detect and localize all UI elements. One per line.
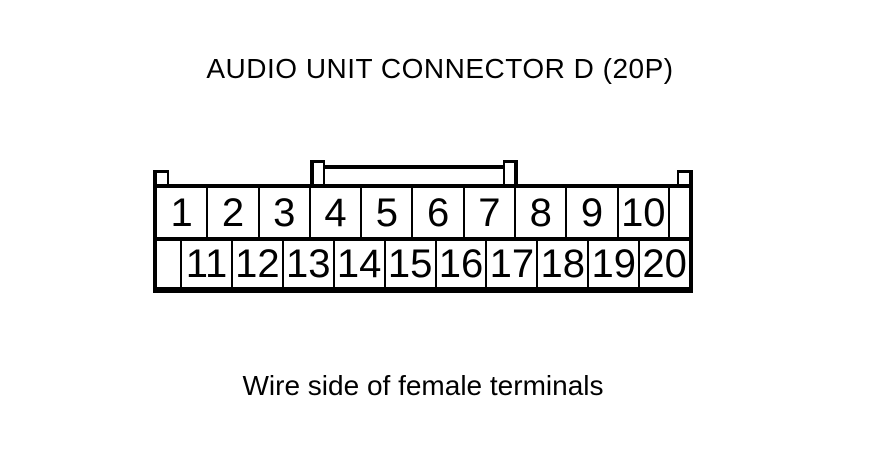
pin-number: 16	[438, 242, 484, 286]
pin-cell-1: 1	[157, 188, 209, 237]
pin-cell-3: 3	[260, 188, 311, 237]
pin-number: 18	[540, 242, 586, 286]
pin-cell-12: 12	[233, 241, 284, 287]
pin-number: 13	[286, 242, 331, 286]
latch-post-left	[310, 160, 325, 186]
latch-post-right	[503, 160, 518, 186]
pin-cell-18: 18	[538, 241, 590, 287]
pin-number: 20	[642, 242, 687, 286]
connector-ear-left	[153, 170, 169, 186]
pin-cell-2: 2	[208, 188, 260, 237]
pin-number: 10	[621, 190, 666, 235]
pin-cell-7: 7	[465, 188, 517, 237]
pin-number: 2	[221, 190, 245, 235]
pin-number: 1	[170, 190, 193, 235]
blank-cell-bottom-left	[157, 241, 182, 287]
pin-number: 14	[336, 242, 382, 286]
pin-cell-4: 4	[311, 188, 363, 237]
pin-number: 9	[580, 190, 604, 235]
pin-number: 17	[489, 242, 535, 286]
pin-cell-6: 6	[413, 188, 465, 237]
pin-number: 7	[478, 190, 501, 235]
pin-number: 11	[185, 242, 228, 286]
pin-number: 4	[324, 190, 347, 235]
pin-cell-19: 19	[589, 241, 641, 287]
pin-cell-16: 16	[437, 241, 488, 287]
pin-cell-8: 8	[516, 188, 568, 237]
pin-cell-20: 20	[640, 241, 689, 287]
pin-number: 8	[529, 190, 552, 235]
pin-number: 3	[273, 190, 296, 235]
pin-number: 12	[235, 242, 280, 286]
pin-cell-14: 14	[335, 241, 386, 287]
pin-cell-17: 17	[487, 241, 539, 287]
pin-number: 19	[591, 242, 636, 286]
latch-bar	[323, 165, 505, 169]
pin-cell-9: 9	[567, 188, 619, 237]
pin-number: 5	[375, 190, 398, 235]
pin-number: 6	[427, 190, 450, 235]
blank-cell-top-right	[670, 188, 689, 237]
pin-cell-5: 5	[362, 188, 414, 237]
diagram-title: AUDIO UNIT CONNECTOR D (20P)	[206, 53, 674, 84]
connector-ear-right	[677, 170, 693, 186]
pin-cell-11: 11	[182, 241, 233, 287]
pin-number: 15	[387, 242, 433, 286]
pin-cell-10: 10	[619, 188, 670, 237]
caption: Wire side of female terminals	[242, 370, 604, 401]
pin-cell-15: 15	[386, 241, 437, 287]
pin-cell-13: 13	[284, 241, 335, 287]
